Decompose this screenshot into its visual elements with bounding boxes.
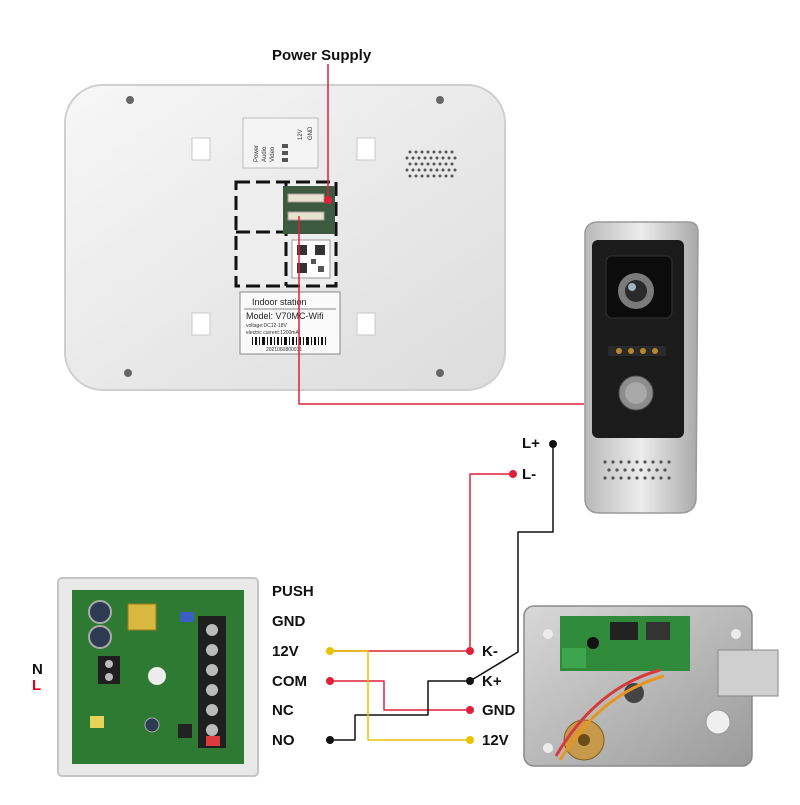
lock-internal-wire (558, 674, 665, 761)
mount-slot (191, 137, 211, 161)
lock-terminal-k-plus: K+ (482, 673, 502, 690)
port-label: Audio (262, 146, 268, 162)
terminal-dot (324, 196, 332, 204)
mains-l-label: L (32, 677, 42, 694)
terminal-dot (466, 736, 474, 744)
door-terminal-l-plus: L+ (522, 435, 540, 452)
terminal-dot (549, 440, 557, 448)
capacitor (88, 600, 112, 624)
psu-terminal-no: NO (272, 732, 295, 749)
mounting-hole (148, 667, 166, 685)
lock-terminal-gnd: GND (482, 702, 516, 719)
capacitor (88, 625, 112, 649)
wire-12v-12v (330, 650, 470, 741)
lock-internal-wire (554, 668, 661, 757)
psu-terminal-push: PUSH (272, 583, 314, 600)
transformer (127, 603, 157, 631)
psu-terminal-nc: NC (272, 702, 294, 719)
port-label: 12V (298, 129, 304, 140)
speaker-grille (405, 150, 457, 178)
door-terminal-l-minus: L- (522, 466, 537, 483)
wires (298, 64, 584, 744)
connector-video (287, 211, 325, 221)
wire-com-gnd (330, 680, 470, 711)
terminal-dot (466, 647, 474, 655)
circuit-board (283, 186, 335, 234)
power-supply-title: Power Supply (272, 47, 372, 64)
mount-slot (356, 137, 376, 161)
wire-lplus-kplus (469, 444, 554, 682)
indoor-monitor: Power Audio Video 12V GND Indoor station… (64, 84, 506, 391)
screw-hole (124, 369, 132, 377)
terminal-dot (326, 647, 334, 655)
port-label: Power (254, 145, 260, 162)
door-station-speaker-grille (603, 460, 671, 480)
electric-lock (523, 605, 779, 767)
lock-terminal-12v: 12V (482, 732, 509, 749)
mount-slot (356, 312, 376, 336)
wire-no-kplus (330, 680, 470, 741)
port-recess (234, 180, 338, 288)
barcode-number: 2021060800031 (266, 347, 302, 353)
port-label-sticker: Power Audio Video 12V GND (242, 117, 319, 169)
connector-power (287, 193, 325, 203)
terminal-dot (466, 706, 474, 714)
terminal-dot (326, 736, 334, 744)
screw-hole (436, 369, 444, 377)
lock-bolt (717, 649, 779, 697)
barcode (252, 337, 326, 345)
screw-hole (436, 96, 444, 104)
sticker-line3: voltage:DC12-18V (246, 323, 288, 329)
psu-terminal-12v: 12V (272, 643, 299, 660)
psu-terminal-gnd: GND (272, 613, 306, 630)
sticker-line4: electric current:1200mA (246, 330, 299, 336)
lock-terminal-k-minus: K- (482, 643, 498, 660)
wire-monitor-door (298, 216, 584, 405)
port-label: GND (308, 126, 314, 140)
wire-lminus-kminus (469, 473, 513, 651)
terminal-dot (326, 677, 334, 685)
screw-hole (126, 96, 134, 104)
mains-n-label: N (32, 661, 43, 678)
terminal-dot (509, 470, 517, 478)
mount-slot (191, 312, 211, 336)
sticker-line1: Indoor station (252, 297, 307, 307)
psu-terminal-com: COM (272, 673, 307, 690)
sticker-line2: Model: V70MC-Wifi (246, 311, 324, 321)
model-sticker: Indoor station Model: V70MC-Wifi voltage… (239, 291, 341, 355)
ir-led-strip (608, 346, 666, 356)
door-station (584, 221, 699, 514)
terminal-dot (466, 677, 474, 685)
power-supply-box (57, 577, 259, 777)
lock-keyhole (624, 683, 644, 703)
port-label: Video (270, 146, 276, 162)
